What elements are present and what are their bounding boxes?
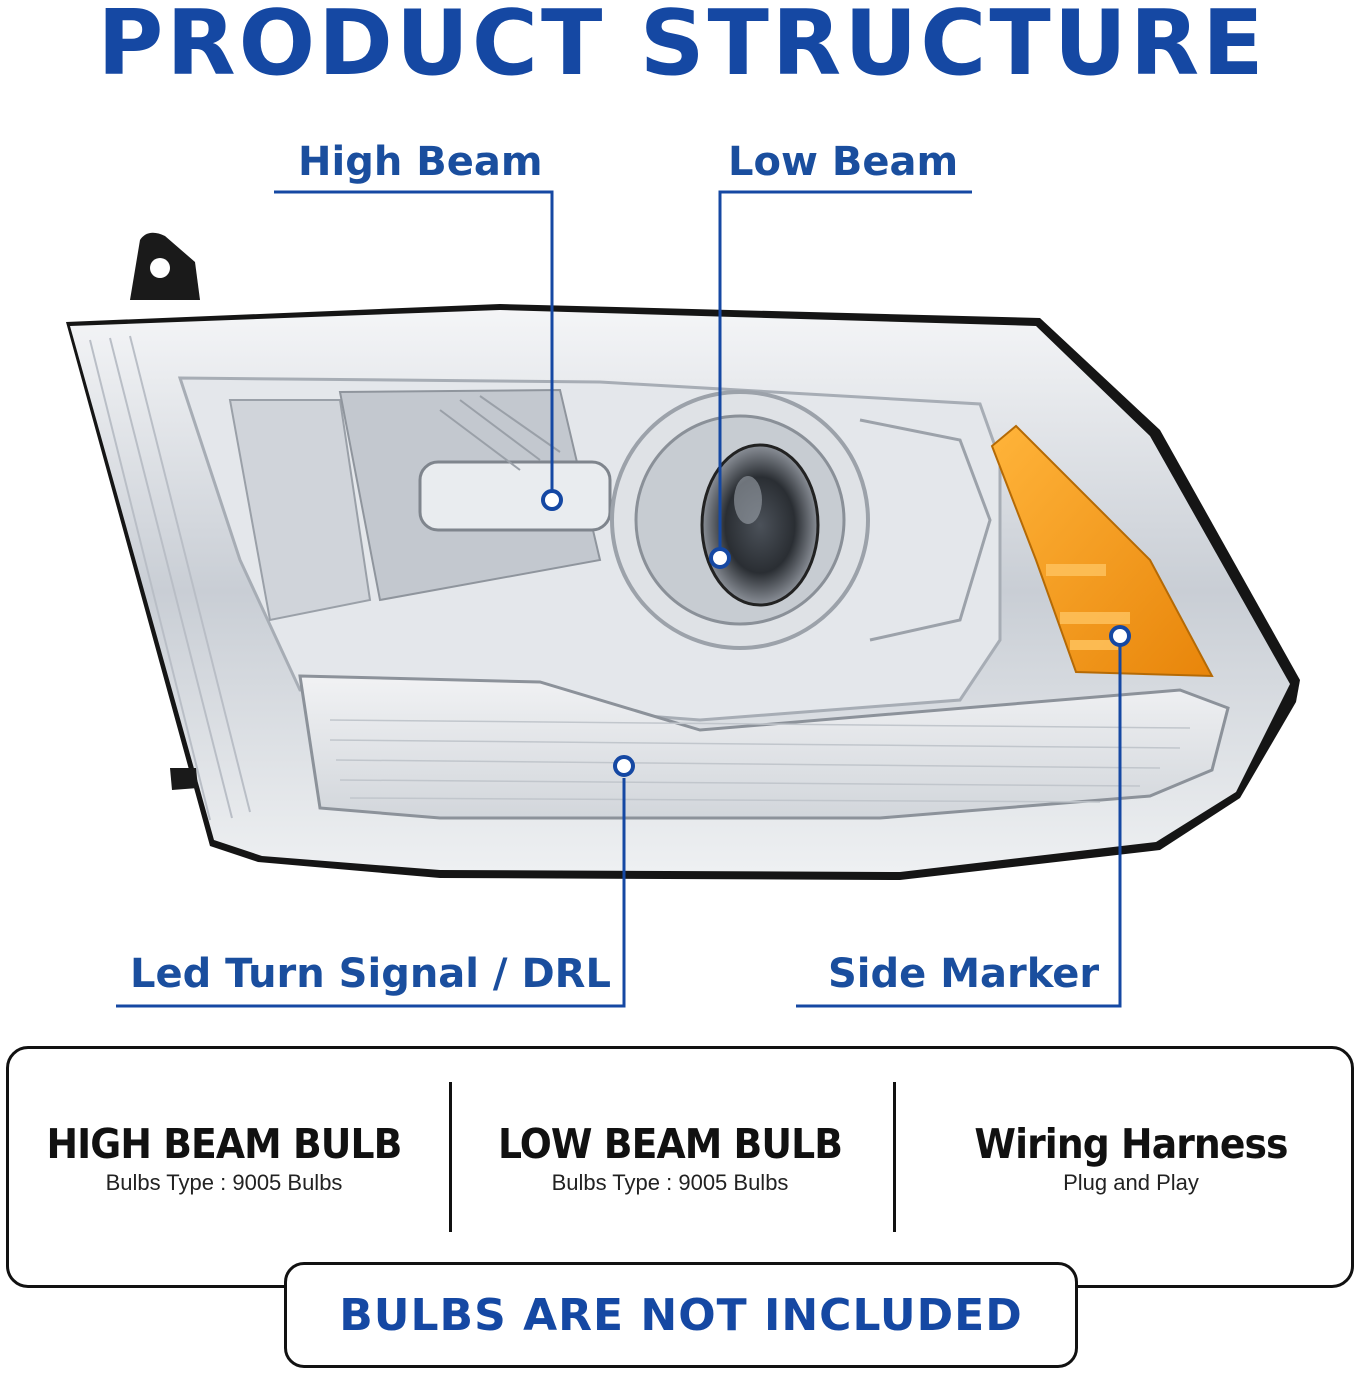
feature-title: Wiring Harness [974,1120,1288,1168]
high-beam-leader [274,190,554,490]
feature-subtitle: Bulbs Type : 9005 Bulbs [551,1170,789,1195]
feature-divider [449,1082,452,1232]
turn-signal-leader [116,778,626,1008]
feature-title: LOW BEAM BULB [497,1120,843,1168]
low-beam-leader [718,190,972,548]
callout-lines [116,190,1122,1008]
low-beam-label: Low Beam [728,139,959,185]
feature-low-beam-bulb: LOW BEAM BULB Bulbs Type : 9005 Bulbs [470,1118,870,1196]
turn-signal-dot [613,755,635,777]
side-marker-dot [1109,625,1131,647]
feature-divider [893,1082,896,1232]
feature-high-beam-bulb: HIGH BEAM BULB Bulbs Type : 9005 Bulbs [24,1118,424,1196]
feature-wiring-harness: Wiring Harness Plug and Play [926,1118,1336,1196]
bulbs-notice-box: BULBS ARE NOT INCLUDED [284,1262,1078,1368]
drl-strip [298,674,1230,820]
bulbs-notice-text: BULBS ARE NOT INCLUDED [339,1289,1023,1341]
amber-side-marker [990,424,1214,678]
feature-subtitle: Bulbs Type : 9005 Bulbs [105,1170,343,1195]
high-beam-reflector [228,388,612,622]
side-marker-label: Side Marker [828,951,1100,997]
low-beam-dot [709,547,731,569]
turn-signal-label: Led Turn Signal / DRL [130,951,611,997]
drl-texture [329,719,1191,803]
high-beam-dot [541,489,563,511]
chrome-bezel-stripes [89,335,251,821]
feature-title: HIGH BEAM BULB [46,1120,403,1168]
low-beam-projector [610,390,992,650]
side-marker-leader [796,646,1122,1008]
high-beam-label: High Beam [298,139,543,185]
mounting-foot [170,768,198,790]
callout-dots [541,489,1131,777]
feature-subtitle: Plug and Play [1063,1170,1199,1195]
page-title: PRODUCT STRUCTURE [97,0,1267,96]
amber-reflector-steps [1046,564,1130,650]
mounting-tab [130,232,200,300]
headlight-illustration [66,190,1300,1008]
